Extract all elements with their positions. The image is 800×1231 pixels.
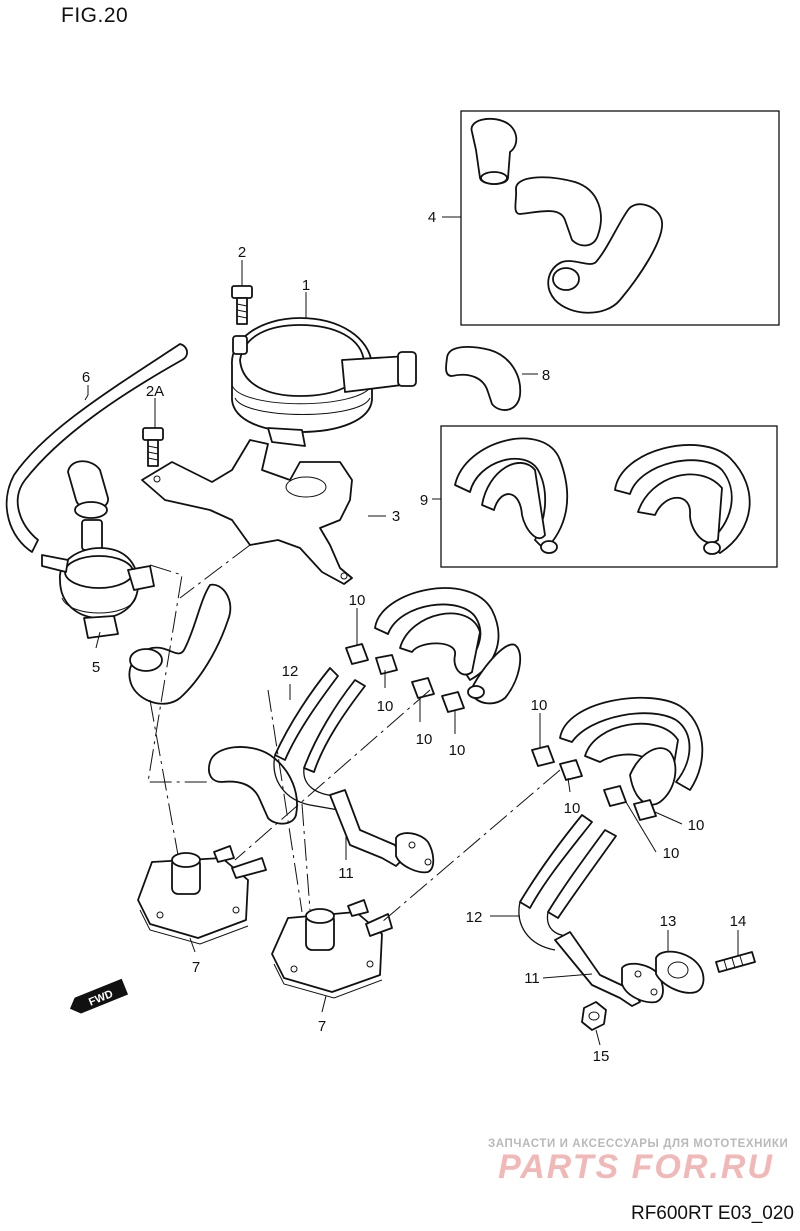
callout-12-lower: 12 xyxy=(466,909,483,926)
clips-part-10 xyxy=(345,643,657,821)
hose-part-6 xyxy=(5,343,188,553)
callout-10-f: 10 xyxy=(564,800,581,817)
pipe-part-11-lower xyxy=(554,931,641,1007)
u-hoses-right xyxy=(559,696,704,806)
flange-part-11-lower xyxy=(621,962,664,1004)
callout-2: 2 xyxy=(238,244,246,261)
callout-3: 3 xyxy=(392,508,400,525)
bolt-part-2 xyxy=(231,285,253,325)
callout-9: 9 xyxy=(420,492,428,509)
callout-10-d: 10 xyxy=(449,742,466,759)
callout-10-h: 10 xyxy=(663,845,680,862)
callout-7-left: 7 xyxy=(192,959,200,976)
hose-part-4 xyxy=(470,118,663,314)
callout-5: 5 xyxy=(92,659,100,676)
figure-title: FIG.20 xyxy=(61,4,129,27)
hose-part-8 xyxy=(445,346,522,411)
bolt-part-2a xyxy=(142,427,164,467)
callout-numbers: 1 2 2A 3 4 5 6 7 7 8 9 10 10 10 10 10 10… xyxy=(82,209,747,1065)
control-valve-part-5 xyxy=(41,460,155,639)
nut-part-15 xyxy=(581,1001,607,1031)
u-hoses-part-9 xyxy=(454,437,751,555)
kit-box-9 xyxy=(440,425,778,568)
callout-11-upper: 11 xyxy=(338,865,354,882)
callout-2a: 2A xyxy=(146,383,164,400)
callout-10-b: 10 xyxy=(377,698,394,715)
hose-left-upper xyxy=(128,583,232,705)
callout-1: 1 xyxy=(302,277,310,294)
reed-valve-part-1 xyxy=(231,317,417,447)
callout-11-lower: 11 xyxy=(524,970,540,987)
pipe-pair-part-12-lower xyxy=(518,814,617,951)
callout-10-e: 10 xyxy=(531,697,548,714)
leader-lines xyxy=(84,216,739,1046)
callout-10-a: 10 xyxy=(349,592,366,609)
pipe-part-11-upper xyxy=(329,789,403,867)
callout-4: 4 xyxy=(428,209,436,226)
gasket-part-13 xyxy=(655,950,705,994)
cover-part-7-right xyxy=(271,899,393,999)
callout-6: 6 xyxy=(82,369,90,386)
callout-10-g: 10 xyxy=(688,817,705,834)
watermark-logo: PARTS FOR.RU xyxy=(498,1148,774,1186)
fwd-arrow-icon: FWD xyxy=(69,978,129,1014)
u-hoses-upper xyxy=(374,587,522,705)
figure-code: RF600RT E03_020 xyxy=(630,1203,794,1224)
kit-box-4 xyxy=(460,110,780,326)
bracket-part-3 xyxy=(141,439,353,585)
callout-8: 8 xyxy=(542,367,550,384)
cover-part-7-left xyxy=(137,845,267,945)
callout-14: 14 xyxy=(730,913,747,930)
hose-elbow-center xyxy=(208,746,298,825)
flange-part-11-upper xyxy=(395,832,435,874)
stud-part-14 xyxy=(715,951,756,973)
callout-10-c: 10 xyxy=(416,731,433,748)
callout-13: 13 xyxy=(660,913,677,930)
callout-12-upper: 12 xyxy=(282,663,299,680)
watermark-tagline: ЗАПЧАСТИ И АКСЕССУАРЫ ДЛЯ МОТОТЕХНИКИ xyxy=(488,1138,789,1150)
callout-7-right: 7 xyxy=(318,1018,326,1035)
callout-15: 15 xyxy=(593,1048,610,1065)
